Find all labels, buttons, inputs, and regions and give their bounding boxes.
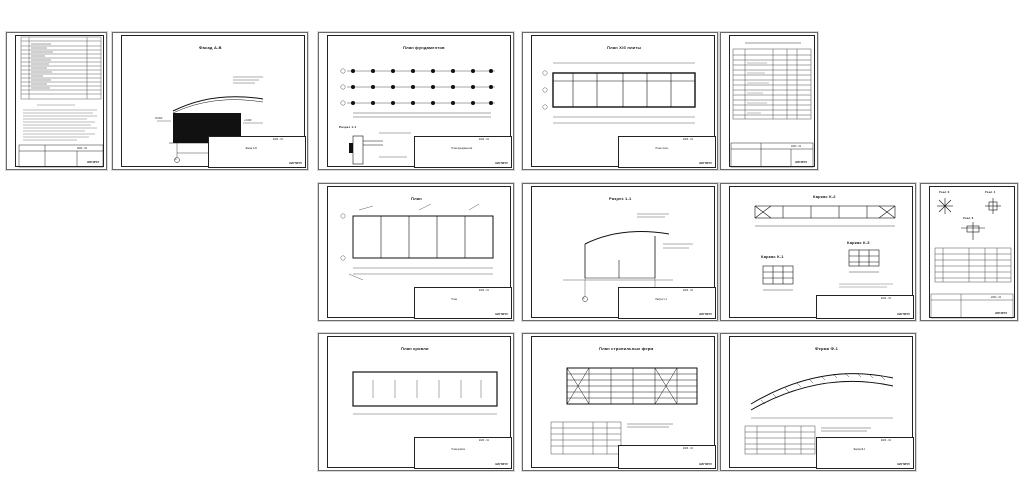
sheet-name: Ферма Ф-1: [853, 449, 866, 451]
section-title: Разрез 1-1: [339, 125, 357, 129]
doc-code: 2023 - 01: [478, 439, 489, 442]
truss-layout-drawing: [550, 367, 698, 455]
org-name: НИУ МГСУ: [495, 162, 508, 165]
floor-plan-drawing: [340, 203, 494, 281]
foundation-plan-drawing: [340, 68, 495, 165]
org-name: НИУ МГСУ: [699, 463, 712, 466]
sheet-name: План: [451, 299, 458, 301]
org-name: НИУ МГСУ: [289, 162, 302, 165]
org-name: НИУ МГСУ: [87, 161, 100, 164]
doc-code: 2023 - 01: [478, 289, 489, 292]
doc-code: 2023 - 01: [682, 289, 693, 292]
title-block: 2023 - 01 НИУ МГСУ: [618, 445, 716, 469]
slab-plan-title: План Х/б плиты: [607, 45, 642, 50]
doc-code: 2023 - 01: [682, 138, 693, 141]
frame-k3-title: Каркас К-3: [847, 240, 870, 245]
section-title: Разрез 1-1: [609, 196, 632, 201]
general-data-drawing: [18, 36, 104, 168]
doc-code: 2023 - 01: [791, 145, 802, 148]
org-name: НИУ МГСУ: [699, 313, 712, 316]
title-block: 2023 - 01 Ферма Ф-1 НИУ МГСУ: [816, 437, 914, 469]
foundation-plan-title: План фундаментов: [403, 45, 445, 50]
node-2-title: Узел 2: [939, 190, 950, 194]
axis-label: А: [583, 297, 585, 300]
doc-code: 2023 - 01: [991, 296, 1002, 299]
frame-k1-title: Каркас К-1: [761, 254, 784, 259]
sheet-floor-plan[interactable]: План 2023 - 01 План НИУ МГСУ: [318, 183, 514, 321]
sheet-name: Разрез 1-1: [655, 299, 667, 301]
sheet-name: Фасад А-В: [245, 148, 257, 150]
roof-plan-title: План кровли: [401, 346, 429, 351]
org-name: НИУ МГСУ: [495, 463, 508, 466]
title-block: 2023 - 01 План фундаментов НИУ МГСУ: [414, 136, 512, 168]
sheet-truss[interactable]: Ферма Ф-1 2023 - 01 Ферма Ф-1 НИУ МГСУ: [720, 333, 916, 471]
org-name: НИУ МГСУ: [495, 313, 508, 316]
frames-drawing: [754, 205, 896, 291]
level-mark: ±0.000: [155, 117, 163, 120]
sheet-name: План кровли: [451, 449, 465, 451]
title-block: 2023 - 01 План плиты НИУ МГСУ: [618, 136, 716, 168]
sheet-section[interactable]: Разрез 1-1 А В 2023 - 01 Разрез 1-1 НИУ …: [522, 183, 718, 321]
org-name: НИУ МГСУ: [795, 161, 808, 164]
doc-code: 2023 - 01: [880, 297, 891, 300]
roof-plan-drawing: [352, 371, 498, 415]
org-name: НИУ МГСУ: [897, 313, 910, 316]
title-block: 2023 - 01 НИУ МГСУ: [816, 295, 914, 319]
org-name: НИУ МГСУ: [897, 463, 910, 466]
sheet-facade[interactable]: Фасад А-В +3.000 ±0.000 А В 2023 - 01 Фа…: [112, 32, 308, 170]
sheet-nodes[interactable]: Узел 2 Узел 1 Узел 3 2023 - 01 НИУ МГСУ: [920, 183, 1018, 321]
doc-code: 2023 - 01: [272, 138, 283, 141]
org-name: НИУ МГСУ: [995, 312, 1008, 315]
title-block: 2023 - 01 Фасад А-В НИУ МГСУ: [208, 136, 306, 168]
title-block: 2023 - 01 Разрез 1-1 НИУ МГСУ: [618, 287, 716, 319]
sheet-specification[interactable]: 2023 - 01 НИУ МГСУ: [720, 32, 818, 170]
doc-code: 2023 - 01: [682, 447, 693, 450]
title-block: 2023 - 01 План кровли НИУ МГСУ: [414, 437, 512, 469]
node-3-title: Узел 3: [963, 216, 974, 220]
sheet-foundation-plan[interactable]: План фундаментов Разрез 1-1 2023 - 01 Пл…: [318, 32, 514, 170]
doc-code: 2023 - 01: [478, 138, 489, 141]
sheet-slab-plan[interactable]: План Х/б плиты 2023 - 01 План плиты НИУ …: [522, 32, 718, 170]
sheet-frames[interactable]: Каркас К-2 Каркас К-1 Каркас К-3 2023 - …: [720, 183, 916, 321]
sheet-roof-plan[interactable]: План кровли 2023 - 01 План кровли НИУ МГ…: [318, 333, 514, 471]
node-1-title: Узел 1: [985, 190, 996, 194]
sheet-name: План плиты: [655, 148, 669, 150]
frame-k2-title: Каркас К-2: [813, 194, 836, 199]
nodes-drawing: [930, 198, 1014, 319]
floor-plan-title: План: [411, 196, 422, 201]
truss-title: Ферма Ф-1: [815, 346, 839, 351]
truss-drawing: [744, 372, 894, 455]
title-block: 2023 - 01 План НИУ МГСУ: [414, 287, 512, 319]
sheet-general-data[interactable]: 2023 - 01 НИУ МГСУ: [6, 32, 107, 170]
sheet-truss-layout[interactable]: План стропильных ферм 2023 - 01 НИУ МГСУ: [522, 333, 718, 471]
specification-table: [730, 42, 814, 168]
slab-plan-drawing: [542, 62, 696, 124]
doc-code: 2023 - 01: [880, 439, 891, 442]
axis-label: А: [175, 158, 177, 161]
truss-layout-title: План стропильных ферм: [599, 346, 654, 351]
facade-title: Фасад А-В: [199, 45, 222, 50]
level-mark: +3.000: [244, 119, 252, 122]
doc-code: 2023 - 01: [77, 147, 88, 150]
org-name: НИУ МГСУ: [699, 162, 712, 165]
sheet-name: План фундаментов: [451, 148, 473, 150]
